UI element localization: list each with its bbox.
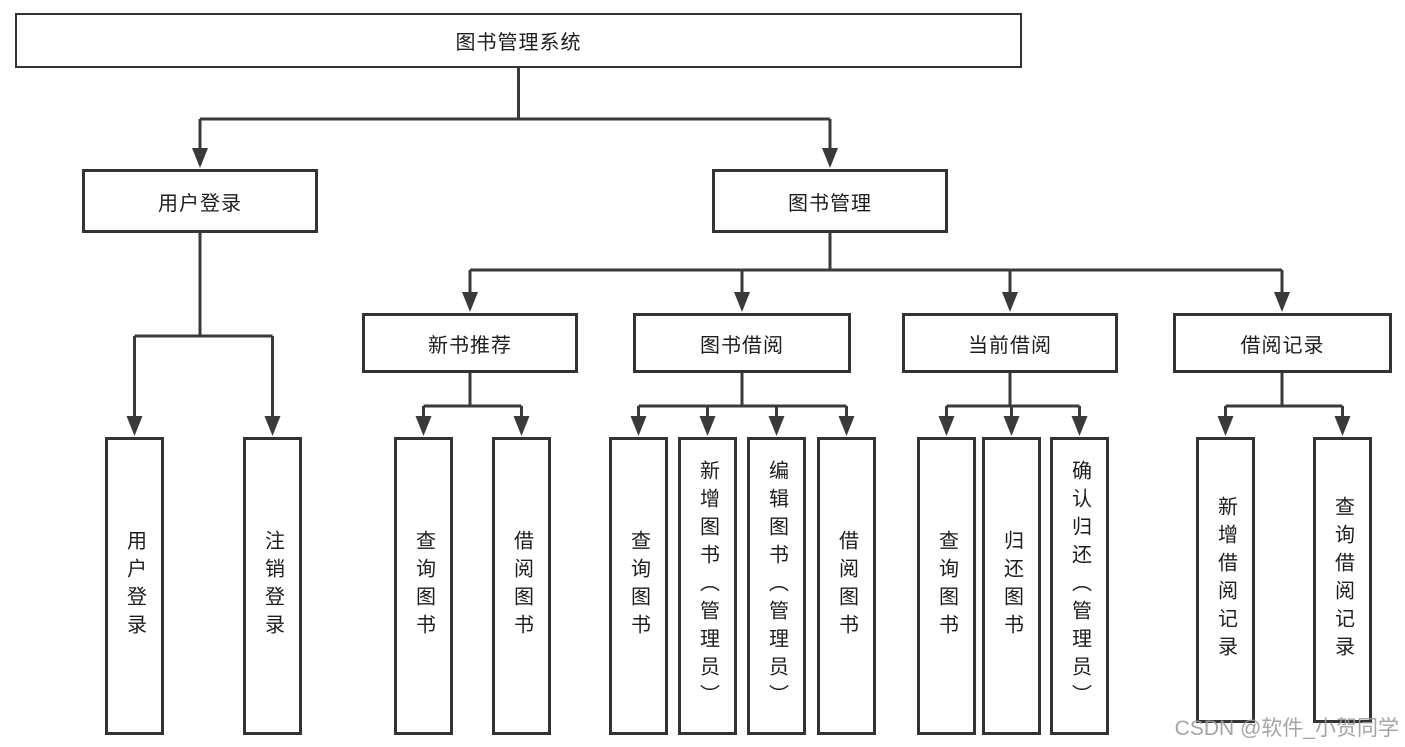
node-leaf-borrow-book-rec: 借阅图书 bbox=[492, 437, 551, 735]
node-leaf-borrow-book-borrow: 借阅图书 bbox=[817, 437, 876, 735]
node-leaf-user-login: 用户登录 bbox=[105, 437, 164, 735]
node-borrow-record: 借阅记录 bbox=[1173, 313, 1392, 373]
csdn-watermark: CSDN @软件_小贺同学 bbox=[1174, 717, 1399, 740]
node-book-borrow: 图书借阅 bbox=[633, 313, 851, 373]
connector-current-borrow-to-leaves bbox=[938, 373, 1088, 436]
node-book-mgmt: 图书管理 bbox=[712, 169, 948, 233]
connector-user-login-to-leaves bbox=[126, 233, 281, 436]
node-leaf-query-book-borrow: 查询图书 bbox=[609, 437, 668, 735]
node-leaf-edit-book: 编辑图书（管理员） bbox=[747, 437, 806, 735]
node-leaf-logout: 注销登录 bbox=[243, 437, 302, 735]
node-current-borrow: 当前借阅 bbox=[902, 313, 1118, 373]
connector-root-to-level2 bbox=[192, 68, 838, 168]
node-leaf-query-book-current: 查询图书 bbox=[917, 437, 976, 735]
node-leaf-add-book: 新增图书（管理员） bbox=[678, 437, 737, 735]
node-user-login: 用户登录 bbox=[82, 169, 318, 233]
node-leaf-query-book-rec: 查询图书 bbox=[394, 437, 453, 735]
connector-new-book-rec-to-leaves bbox=[415, 373, 530, 436]
node-leaf-query-borrow-record: 查询借阅记录 bbox=[1313, 437, 1372, 723]
node-root: 图书管理系统 bbox=[15, 13, 1022, 68]
connector-book-mgmt-to-level3 bbox=[462, 233, 1290, 312]
connector-borrow-record-to-leaves bbox=[1217, 373, 1351, 436]
node-leaf-add-borrow-record: 新增借阅记录 bbox=[1196, 437, 1255, 723]
node-new-book-rec: 新书推荐 bbox=[362, 313, 578, 373]
node-leaf-confirm-return: 确认归还（管理员） bbox=[1050, 437, 1109, 735]
connector-book-borrow-to-leaves bbox=[630, 373, 855, 436]
node-leaf-return-book: 归还图书 bbox=[982, 437, 1041, 735]
